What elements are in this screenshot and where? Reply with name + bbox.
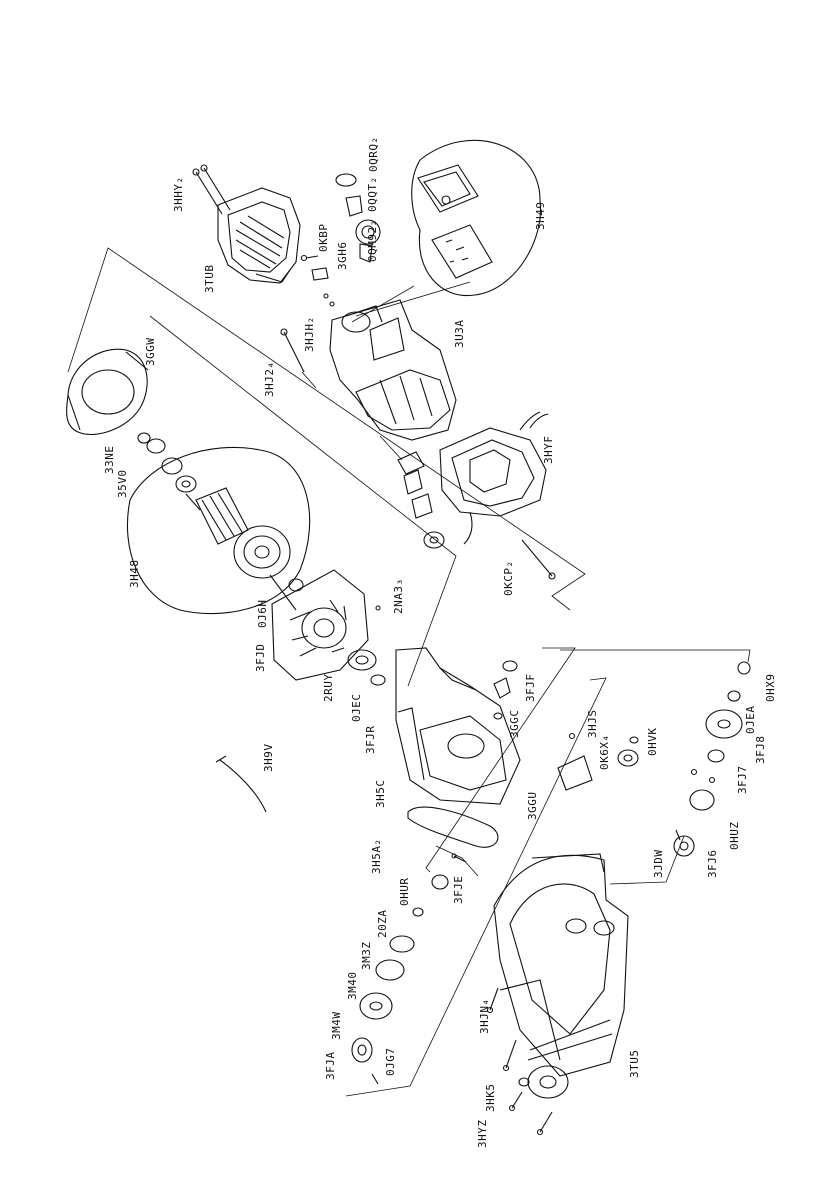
label-3HJN: 3HJN₄ (478, 998, 491, 1034)
label-3M4W: 3M4W (330, 1012, 343, 1041)
label-0QM92: 0QM92₂ (366, 219, 379, 262)
screw-pair (193, 165, 230, 214)
label-3FJD: 3FJD (254, 644, 267, 673)
label-0K6X: 0K6X₄ (598, 734, 611, 770)
label-3H49: 3H49 (534, 202, 547, 231)
label-3H5A: 3H5A₂ (370, 838, 383, 874)
label-0JEA: 0JEA (744, 706, 757, 735)
label-2RUY: 2RUY (322, 674, 335, 703)
label-3TUB: 3TUB (203, 265, 216, 294)
gasket-3H5C (408, 807, 498, 847)
screw-0KCP (522, 540, 555, 579)
gear-housing (396, 648, 520, 804)
label-0HX9: 0HX9 (764, 674, 777, 703)
label-3FJR: 3FJR (364, 726, 377, 755)
end-cap-part (218, 188, 300, 283)
label-3FJF: 3FJF (524, 674, 537, 703)
label-20ZA: 20ZA (376, 910, 389, 939)
label-0HUR: 0HUR (398, 878, 411, 907)
label-3FJA: 3FJA (324, 1052, 337, 1081)
label-3H5C: 3H5C (374, 780, 387, 809)
fan-cover (67, 349, 148, 434)
label-2NA3: 2NA3₃ (392, 578, 405, 614)
cable-tie (216, 756, 266, 812)
label-3GGC: 3GGC (508, 710, 521, 739)
label-3HYZ: 3HYZ (476, 1120, 489, 1149)
armature (186, 488, 303, 610)
label-3GGW: 3GGW (144, 338, 157, 367)
label-0KCP: 0KCP₂ (502, 560, 515, 596)
label-3HJH: 3HJH₂ (303, 316, 316, 352)
wheel-guard (494, 854, 628, 1098)
armature-balloon (127, 447, 309, 613)
label-3FJ8: 3FJ8 (754, 736, 767, 765)
label-3GGU: 3GGU (526, 792, 539, 821)
long-screw (281, 329, 304, 372)
label-3TU5: 3TU5 (628, 1050, 641, 1079)
label-3FJ7: 3FJ7 (736, 766, 749, 795)
label-0QRQ: 0QRQ₂ (367, 136, 380, 172)
label-3HHY2: 3HHY₂ (172, 176, 185, 212)
label-3H9V: 3H9V (262, 744, 275, 773)
label-3HK5: 3HK5 (484, 1084, 497, 1113)
label-3FJE: 3FJE (452, 876, 465, 905)
circuit-board-balloon (412, 140, 541, 295)
stator-part (440, 412, 548, 544)
label-35V0: 35V0 (116, 470, 129, 499)
motor-housing (330, 300, 456, 440)
label-0HVK: 0HVK (646, 728, 659, 757)
label-3U3A: 3U3A (453, 320, 466, 349)
label-0QQT: 0QQT₂ (366, 176, 379, 212)
label-33NE: 33NE (103, 446, 116, 475)
brush-parts (398, 452, 444, 548)
label-0J6H: 0J6H (256, 600, 269, 629)
label-3M3Z: 3M3Z (360, 942, 373, 971)
label-3M40: 3M40 (346, 972, 359, 1001)
label-3JDW: 3JDW (652, 850, 665, 879)
gear-small (494, 661, 517, 698)
label-3HJ2: 3HJ2₄ (263, 361, 276, 397)
label-0HUZ: 0HUZ (728, 822, 741, 851)
label-3GH6: 3GH6 (336, 242, 349, 271)
label-0JG7: 0JG7 (384, 1048, 397, 1077)
label-0JEC: 0JEC (350, 694, 363, 723)
label-3H48: 3H48 (128, 560, 141, 589)
bearings-top (138, 433, 196, 492)
label-3FJ6: 3FJ6 (706, 850, 719, 879)
label-3HYF: 3HYF (542, 436, 555, 465)
label-0KBP: 0KBP (317, 224, 330, 253)
leader-lines (68, 248, 750, 1096)
